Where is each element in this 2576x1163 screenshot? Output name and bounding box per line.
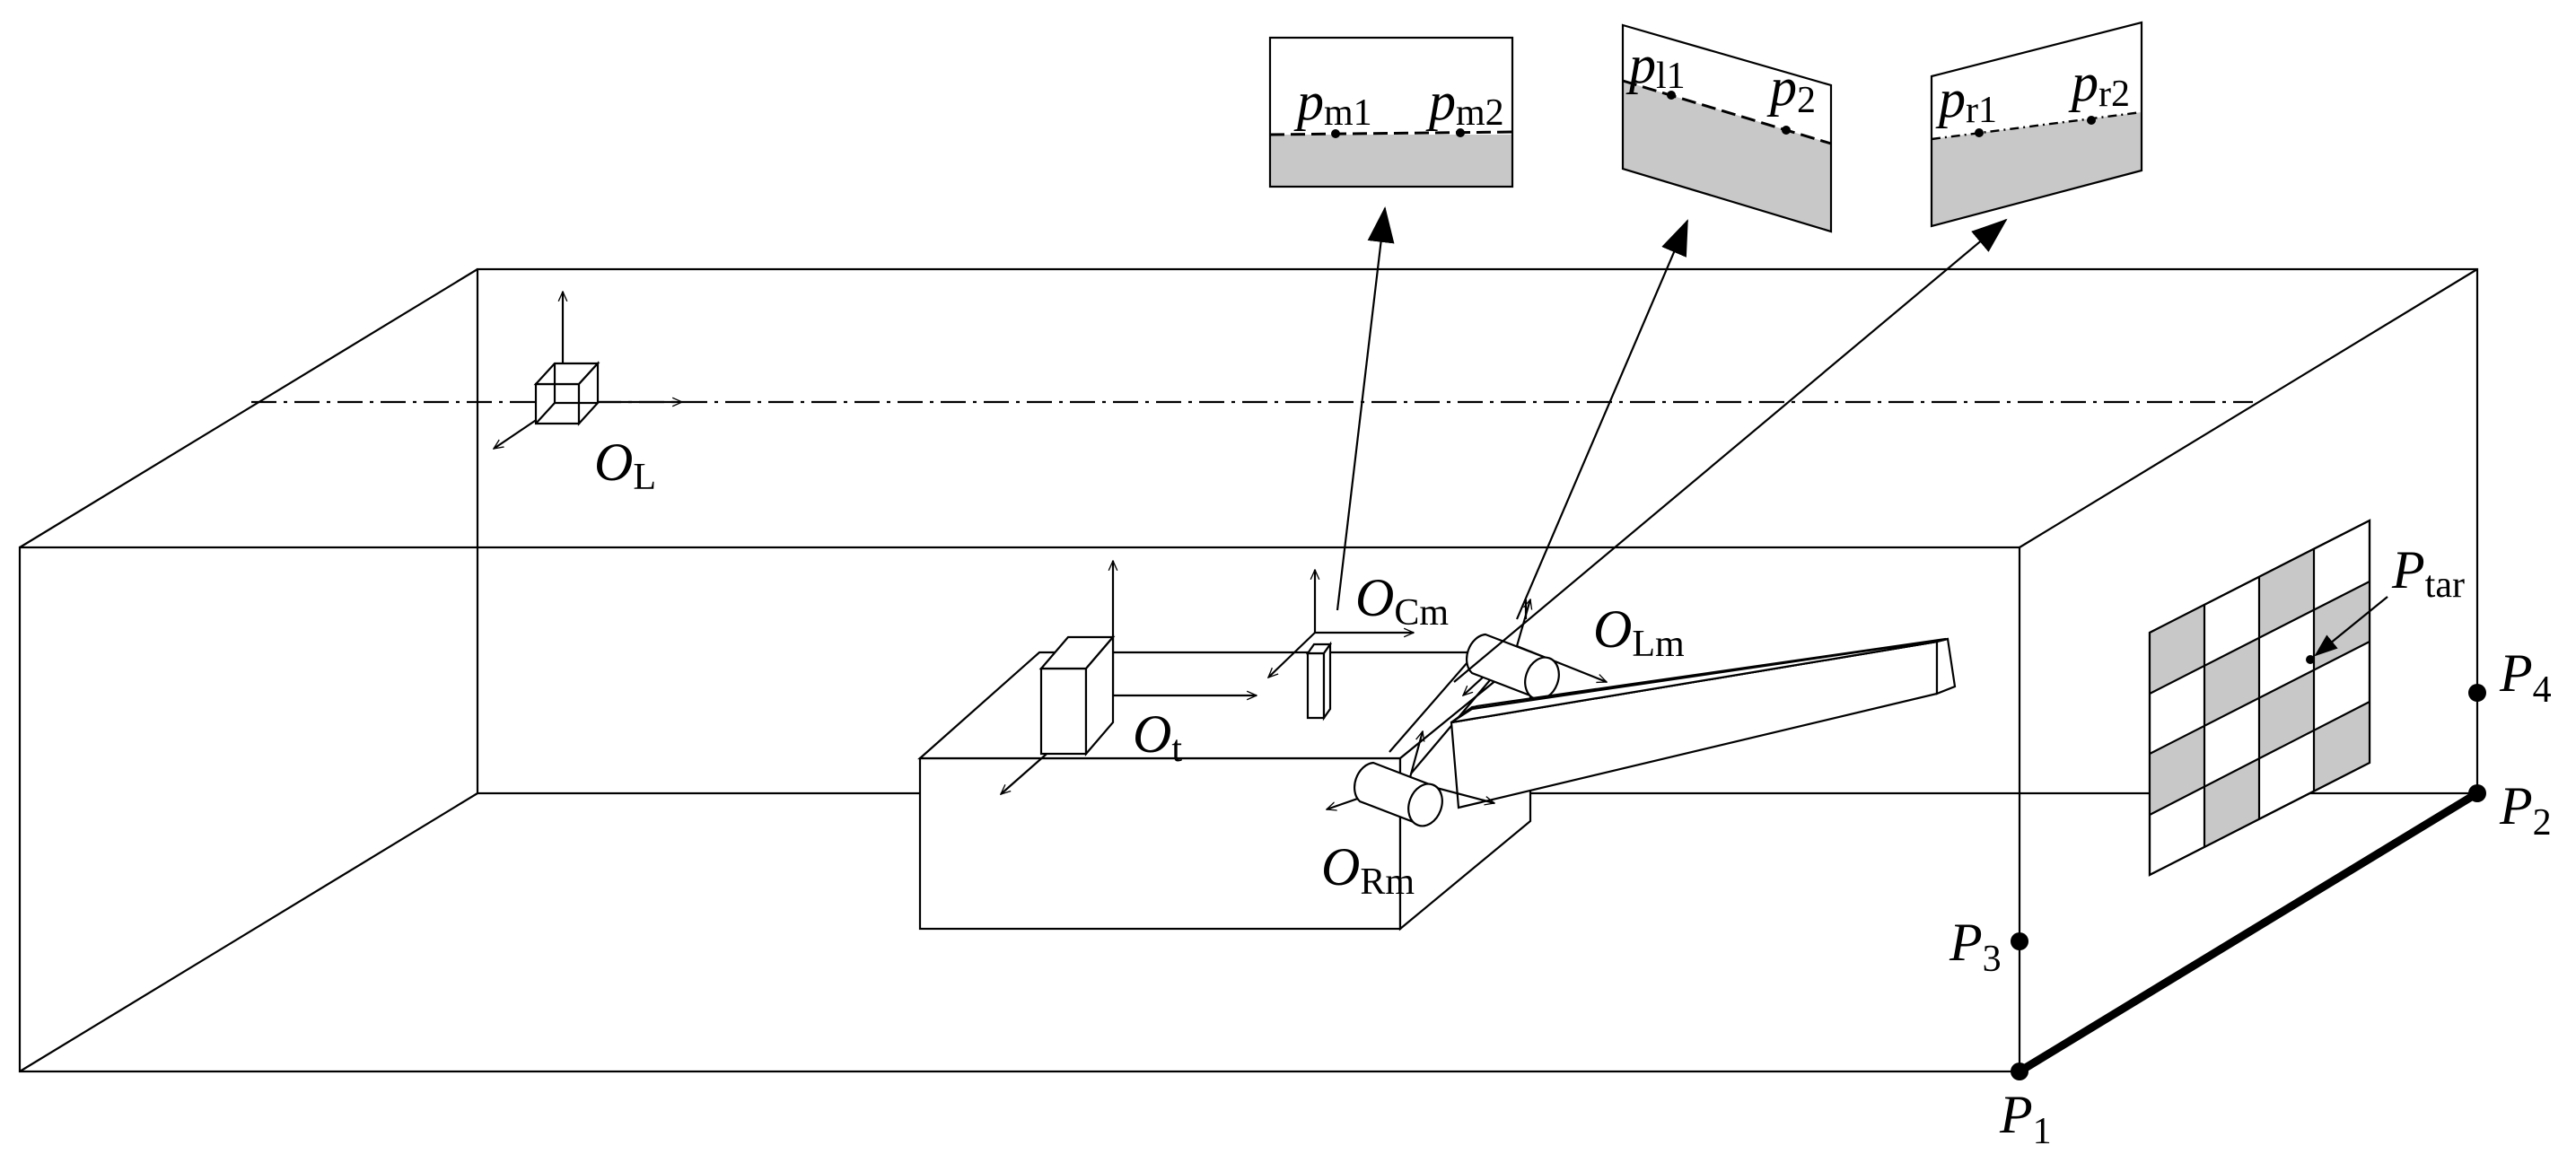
frame-o-cm (1268, 570, 1414, 721)
room-front-face (18, 546, 2021, 1073)
label-p-l2: p2 (1766, 57, 1816, 121)
label-o-cm: OCm (1355, 568, 1449, 634)
point-p3 (2011, 932, 2028, 950)
label-p-r1: pr1 (1935, 69, 1997, 131)
label-p-r2: pr2 (2068, 53, 2130, 115)
target-board (2148, 519, 2388, 877)
image-inset-left (1621, 23, 1833, 233)
room-edge-bottom-left (19, 792, 478, 1072)
point-p2 (2468, 784, 2486, 802)
point-p4 (2468, 684, 2486, 702)
label-p1: P1 (1999, 1085, 2052, 1152)
label-o-t: Ot (1133, 704, 1182, 770)
label-o-rm: ORm (1321, 837, 1415, 903)
image-inset-right (1930, 21, 2143, 228)
camera-rm-cylinder (1327, 731, 1494, 827)
label-p2: P2 (2499, 776, 2552, 844)
point-p1 (2011, 1062, 2028, 1080)
label-o-l: OL (594, 433, 656, 498)
label-p-m1: pm1 (1293, 72, 1372, 134)
room-edge-top-right (2019, 268, 2478, 548)
frame-o-l (494, 292, 682, 450)
target-point-p-tar (2306, 655, 2315, 664)
label-p-tar: Ptar (2391, 540, 2465, 606)
projection-arrows (1336, 206, 2008, 683)
frame-o-t (1001, 561, 1257, 794)
image-inset-middle (1268, 36, 1514, 188)
label-p3: P3 (1949, 913, 2002, 980)
edge-p1-p2 (2015, 789, 2482, 1076)
room-edge-top-left (19, 268, 478, 548)
label-p4: P4 (2499, 643, 2552, 711)
label-p-m2: pm2 (1425, 72, 1504, 134)
label-p-l1: pl1 (1625, 35, 1686, 97)
probe-bar (1450, 637, 1957, 809)
probe-bar-end (1935, 637, 1957, 695)
label-o-lm: OLm (1593, 599, 1685, 665)
